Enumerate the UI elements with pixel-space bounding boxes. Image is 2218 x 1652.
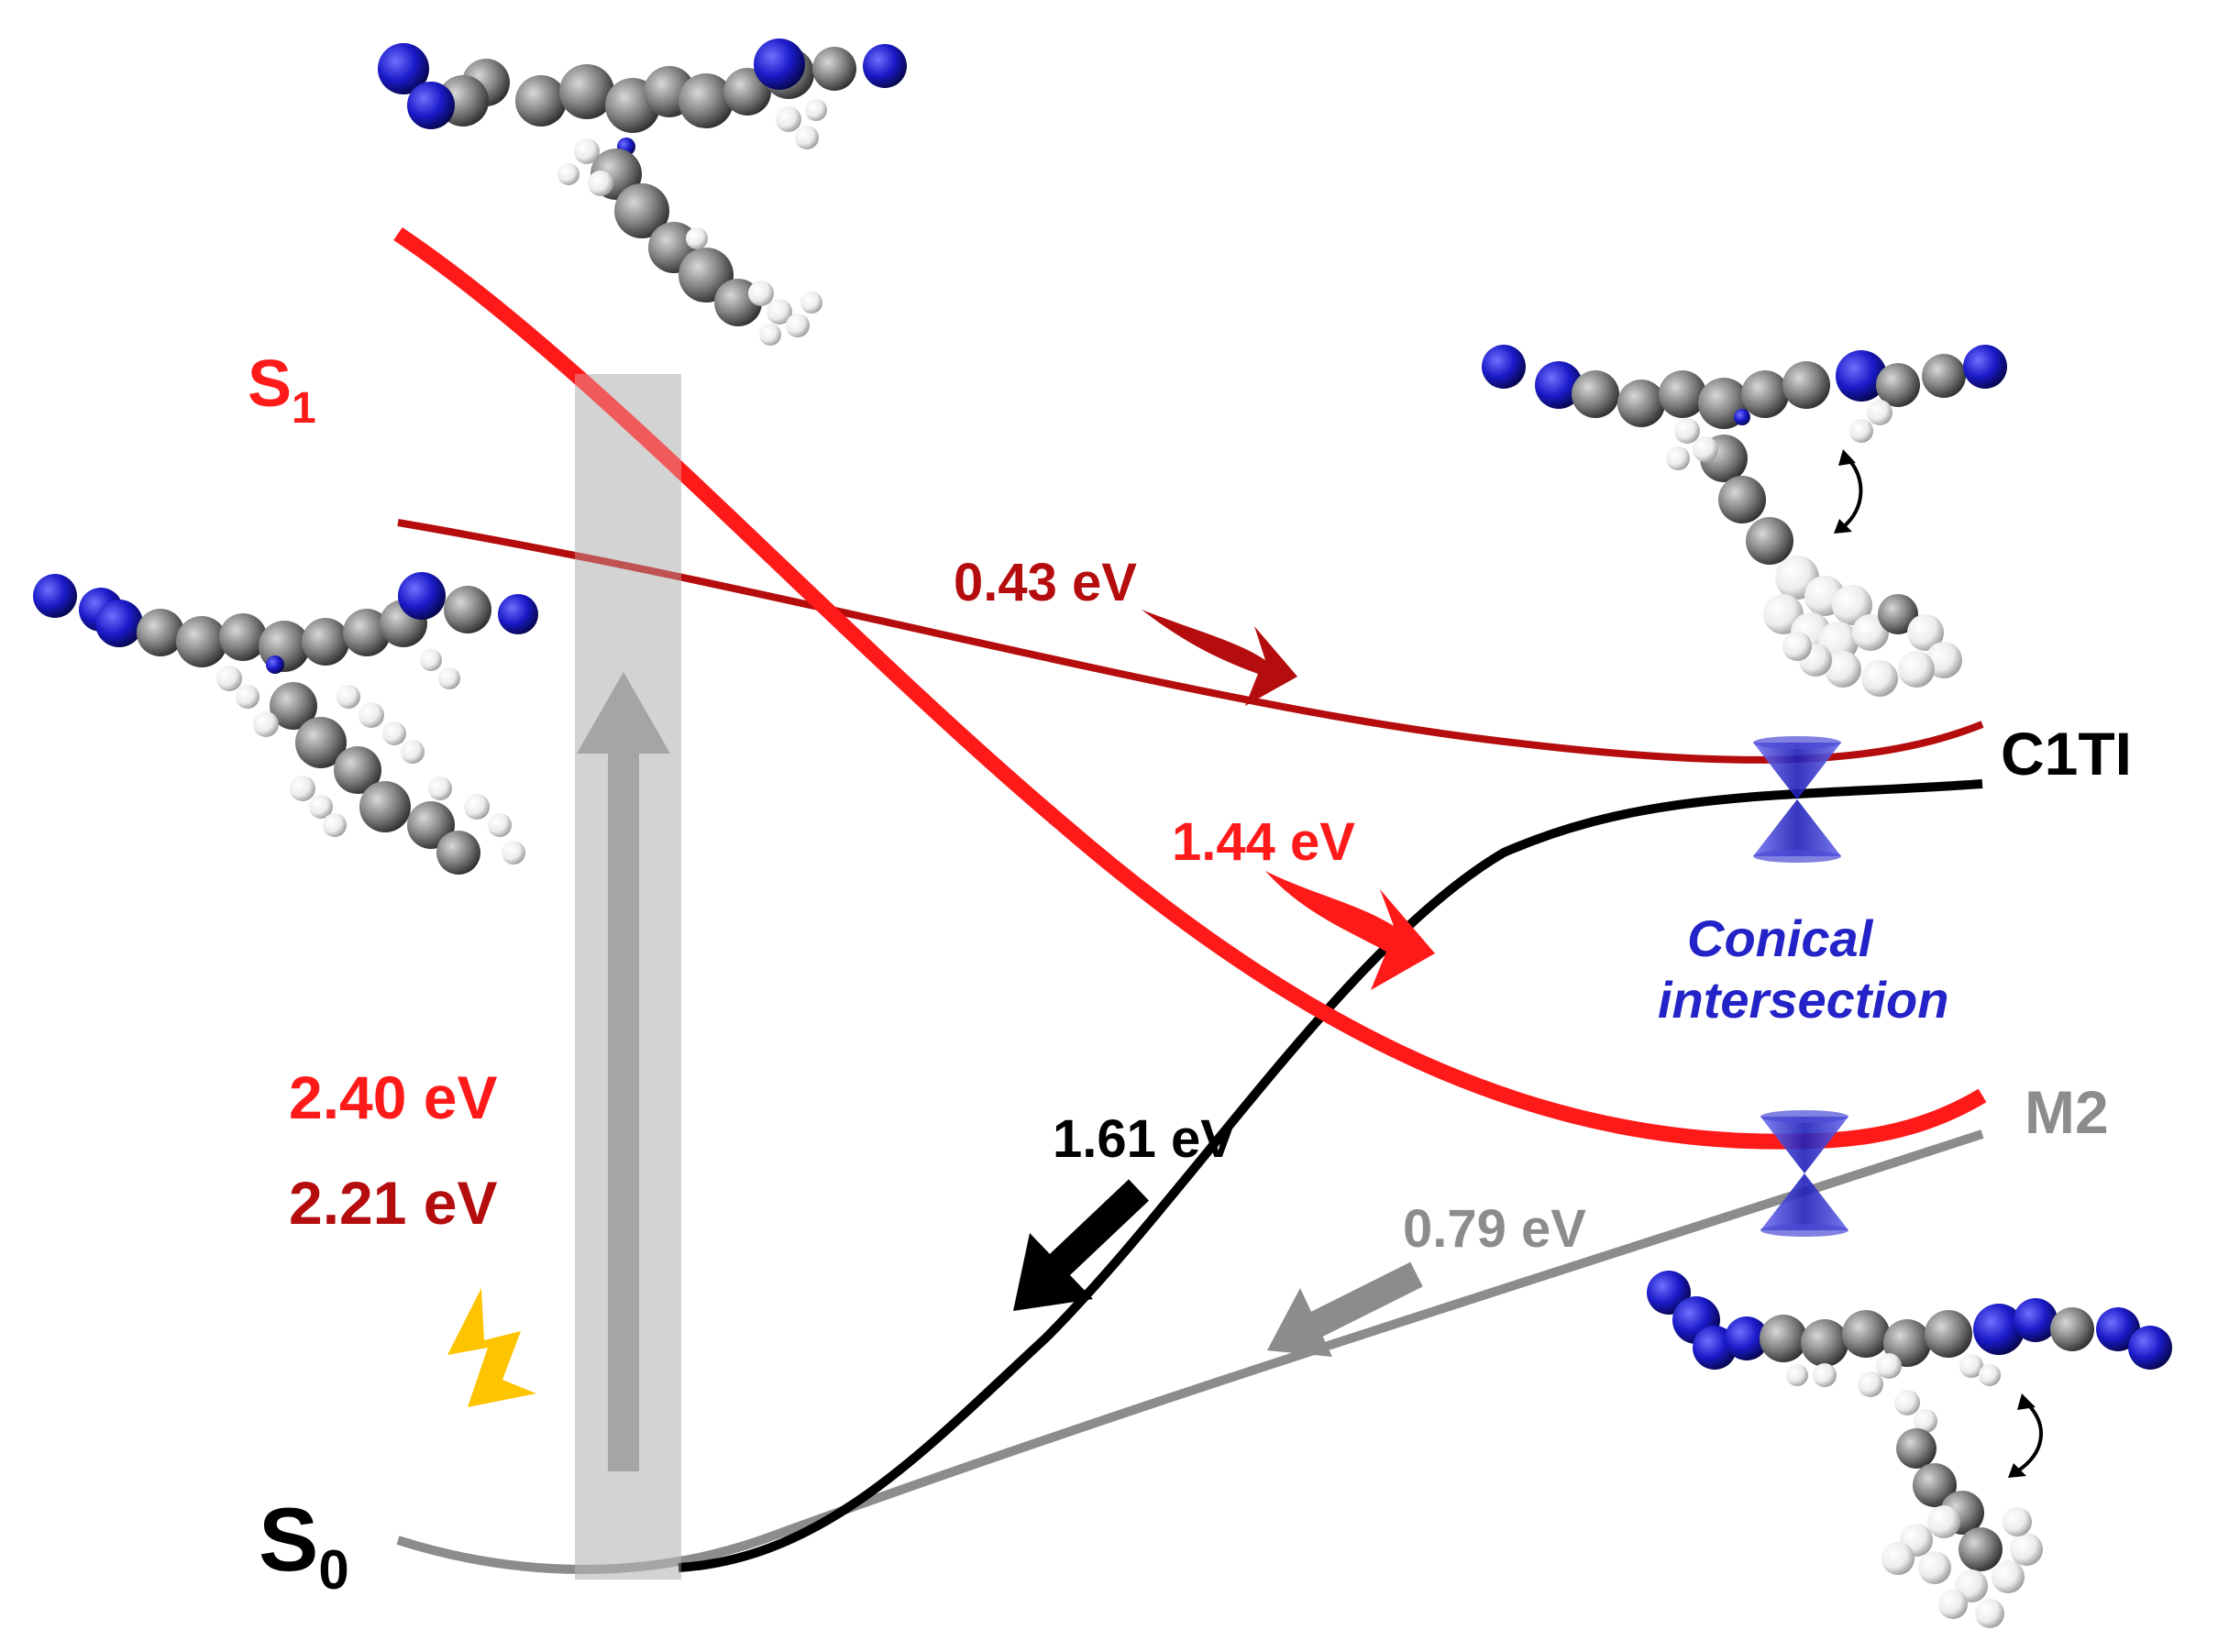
s1-curve-dark-c1ti — [397, 519, 1984, 764]
excitation-bar-overlay — [575, 374, 681, 1580]
excitation-arrow-head — [577, 672, 670, 754]
molecule-bottom-right — [1647, 1271, 2172, 1628]
molecule-top-left — [378, 39, 907, 346]
arrow-079-gray — [1267, 1261, 1423, 1357]
lightning-bolt-icon — [447, 1288, 536, 1407]
s0-curve-gray-m2 — [396, 1129, 1984, 1574]
rotation-arrow-icon-top — [1841, 457, 1863, 529]
conical-intersection-icon-upper — [1753, 736, 1841, 863]
energy-221-label: 2.21 eV — [289, 1169, 498, 1237]
rotation-arrow-icon-bottom — [2015, 1401, 2043, 1473]
molecule-top-right — [1482, 345, 2007, 697]
arrow-043-dark-red — [1142, 610, 1297, 706]
energy-079-label: 0.79 eV — [1403, 1199, 1586, 1259]
arrow-144-red — [1265, 871, 1435, 990]
molecule-middle-left — [33, 572, 538, 875]
s0-label: S0 — [259, 1489, 349, 1601]
conical-label-line1: Conical — [1687, 909, 1874, 967]
c1ti-label: C1TI — [2001, 720, 2132, 787]
s0-curve-black-c1ti — [678, 779, 1983, 1572]
conical-intersection-icon-lower — [1760, 1110, 1848, 1237]
energy-043-label: 0.43 eV — [954, 553, 1137, 612]
arrow-161-black — [1013, 1179, 1149, 1311]
energy-240-label: 2.40 eV — [289, 1063, 498, 1131]
excitation-arrow-shaft — [608, 747, 639, 1471]
s1-curve-bright-m2 — [393, 226, 1987, 1150]
energy-161-label: 1.61 eV — [1053, 1109, 1236, 1169]
conical-label-line2: intersection — [1658, 971, 1948, 1029]
energy-144-label: 1.44 eV — [1172, 812, 1355, 872]
s1-label: S1 — [248, 347, 316, 433]
m2-label: M2 — [2025, 1078, 2109, 1146]
